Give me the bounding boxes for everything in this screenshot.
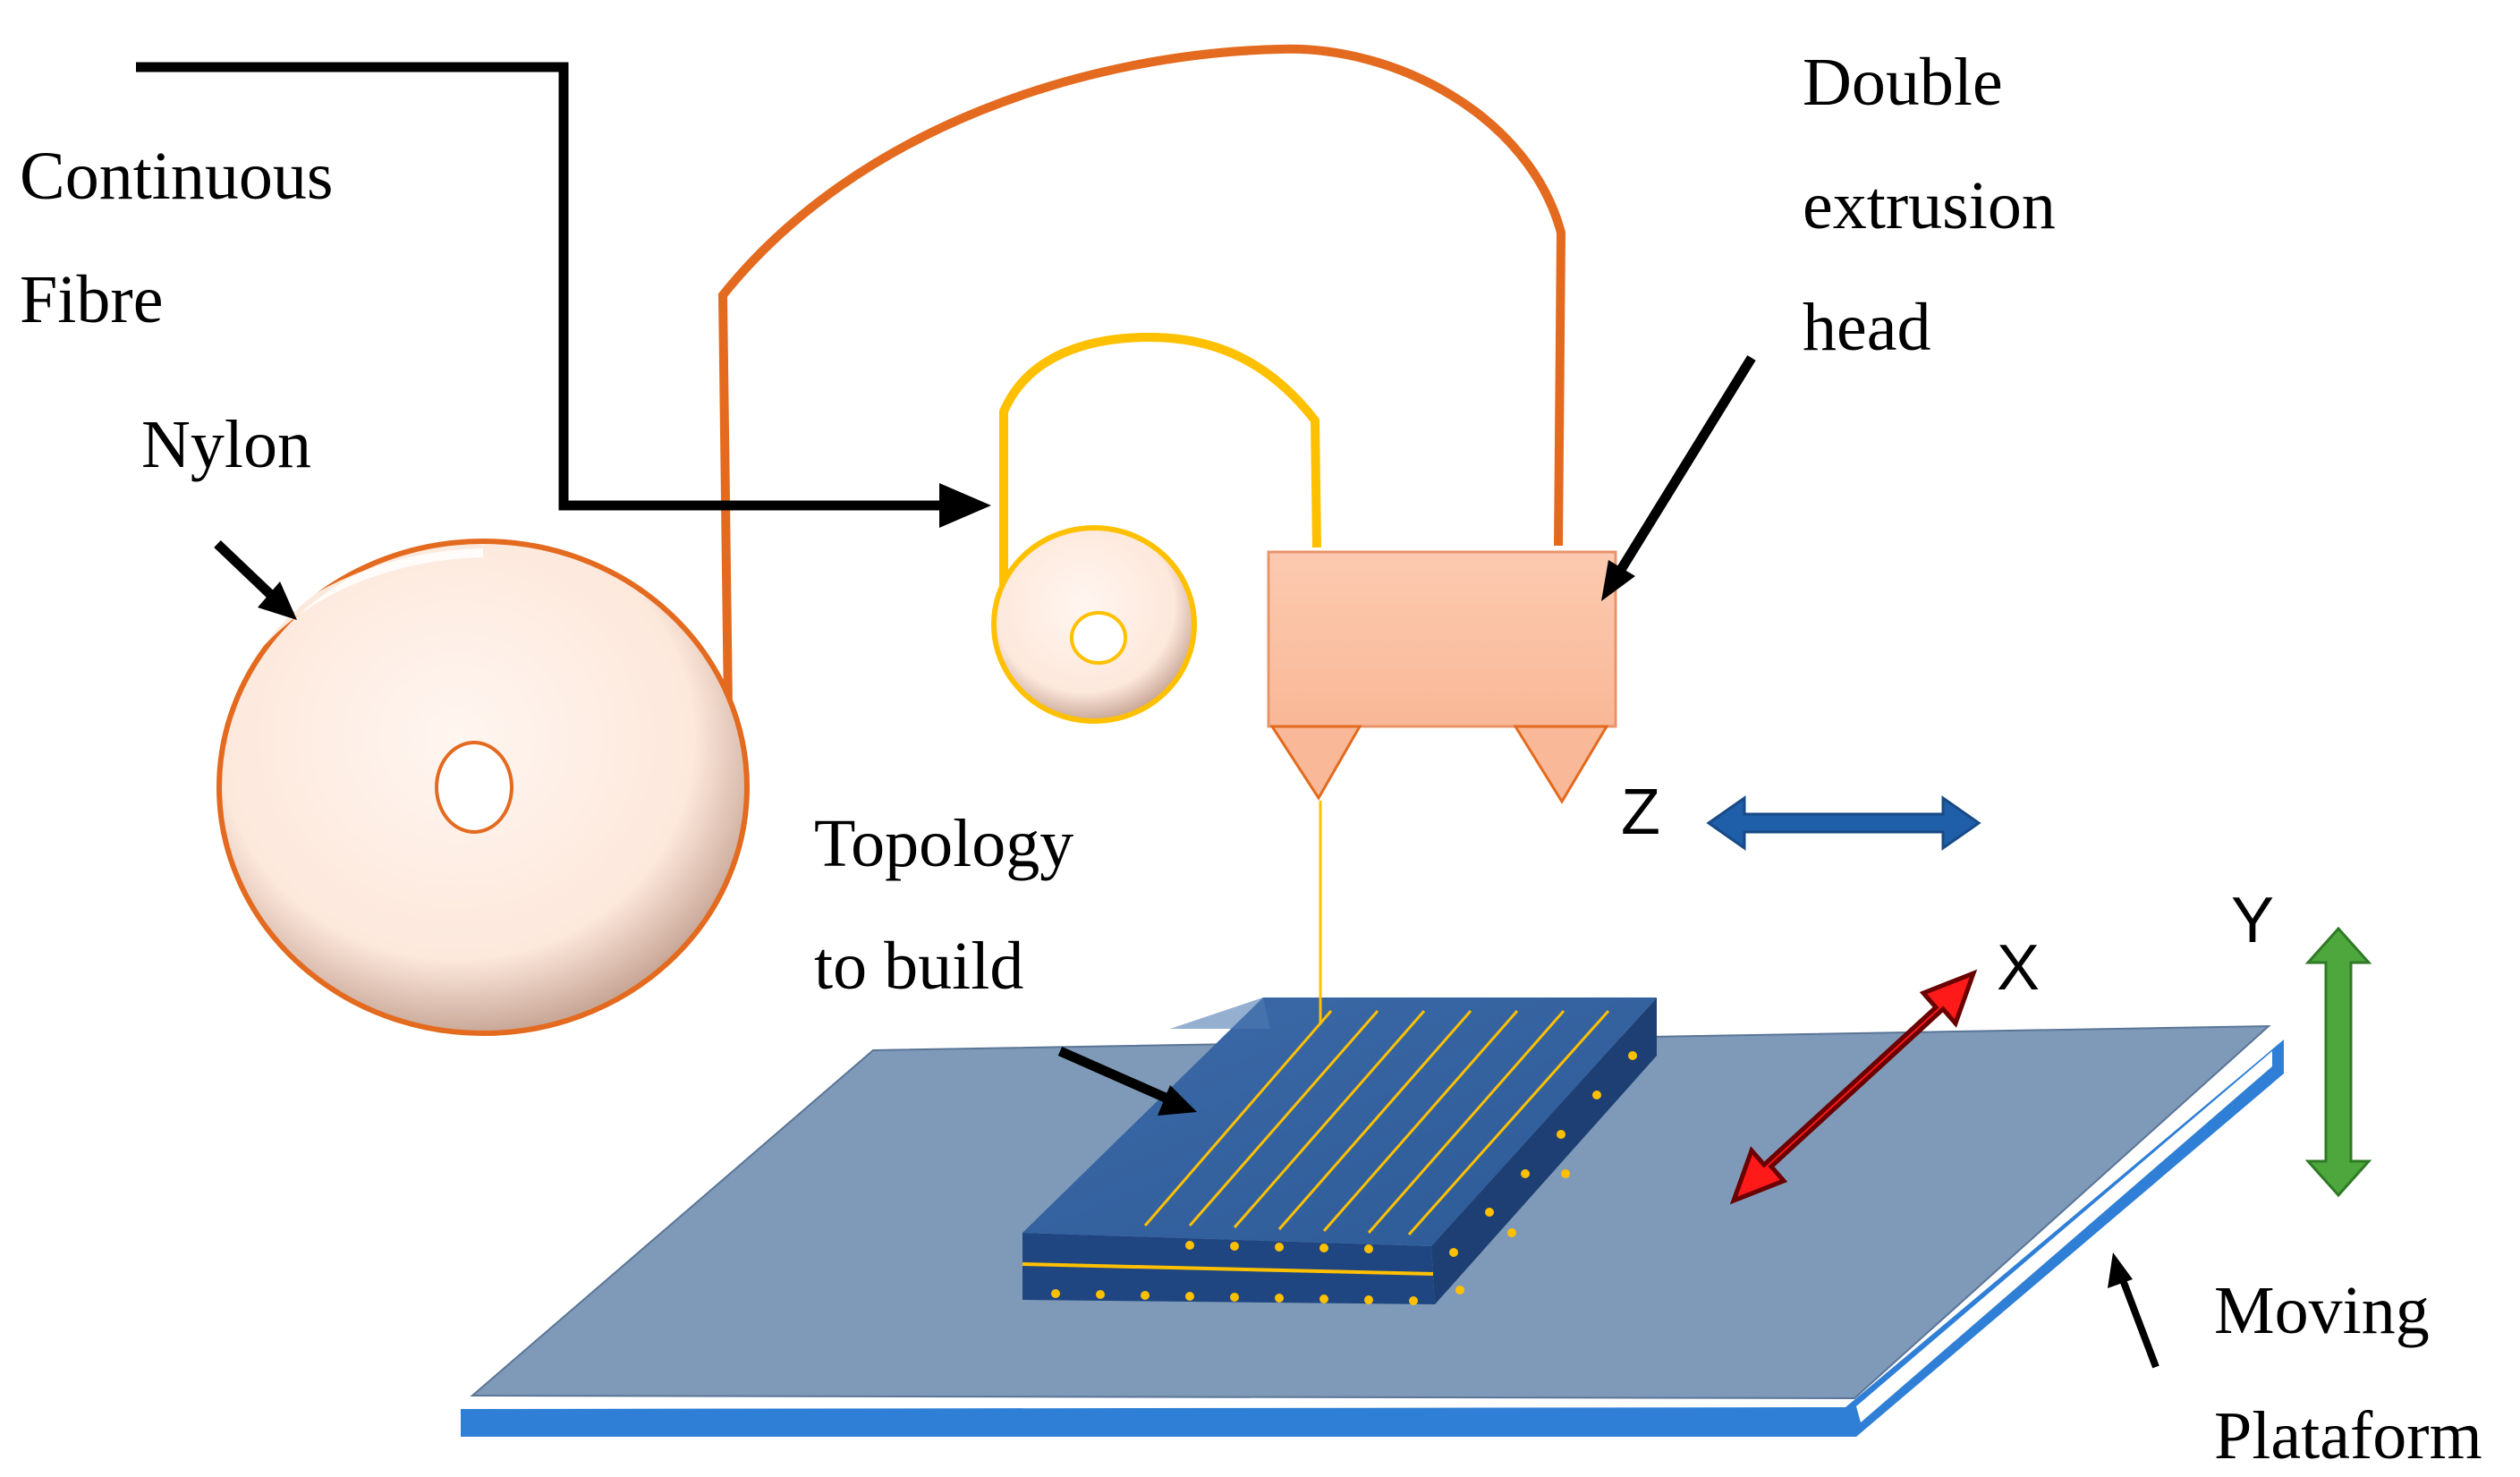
fibre-paths (1143, 1010, 1610, 1235)
x-axis-arrow (1729, 969, 1978, 1205)
nozzle-right (1513, 725, 1609, 804)
fibre-spool-hole (1070, 611, 1127, 665)
fibre-spool (991, 525, 1197, 724)
fibre-dots (1051, 1051, 1637, 1305)
topology-line-1: Topology (814, 806, 1073, 881)
nylon-spool (216, 539, 750, 1036)
continuous-fibre-line-1: Continuous (20, 139, 334, 214)
pointer-arrows (136, 62, 2159, 1369)
nylon-spool-hole (435, 741, 513, 834)
printed-part (1022, 997, 1657, 1305)
continuous-fibre-label: Continuous Fibre (20, 139, 351, 337)
y-axis-arrow (2304, 926, 2372, 1198)
fibre-filament (999, 332, 1321, 586)
continuous-fibre-arrow (136, 62, 950, 511)
double-extrusion-head-label: Double extrusion head (1803, 45, 2073, 365)
z-axis-label: Z (1621, 777, 1660, 848)
x-axis-label: X (1997, 932, 2040, 1004)
topology-label: Topology to build (814, 806, 1090, 1004)
head-label-line-1: Double (1803, 45, 2003, 120)
double-extrusion-head (1267, 550, 1617, 804)
head-label-line-3: head (1803, 290, 1930, 365)
nozzle-left (1269, 725, 1362, 801)
platform-line-2: Plataform (2214, 1398, 2482, 1473)
y-axis-label: Y (2231, 885, 2274, 956)
head-arrow (1615, 355, 1756, 575)
head-label-line-2: extrusion (1803, 168, 2056, 243)
platform-arrow (2118, 1276, 2159, 1369)
moving-platform-label: Moving Plataform (2214, 1273, 2482, 1473)
topology-arrow (1057, 1046, 1170, 1104)
topology-line-2: to build (814, 929, 1023, 1004)
nylon-label: Nylon (141, 407, 311, 482)
nylon-filament (717, 44, 1566, 779)
platform-white-gap (1856, 1051, 2272, 1422)
nylon-arrow (214, 540, 277, 601)
part-right-side (1431, 997, 1657, 1304)
platform-line-1: Moving (2214, 1273, 2430, 1348)
continuous-fibre-line-2: Fibre (20, 262, 163, 337)
z-axis-arrow (1706, 795, 1981, 851)
